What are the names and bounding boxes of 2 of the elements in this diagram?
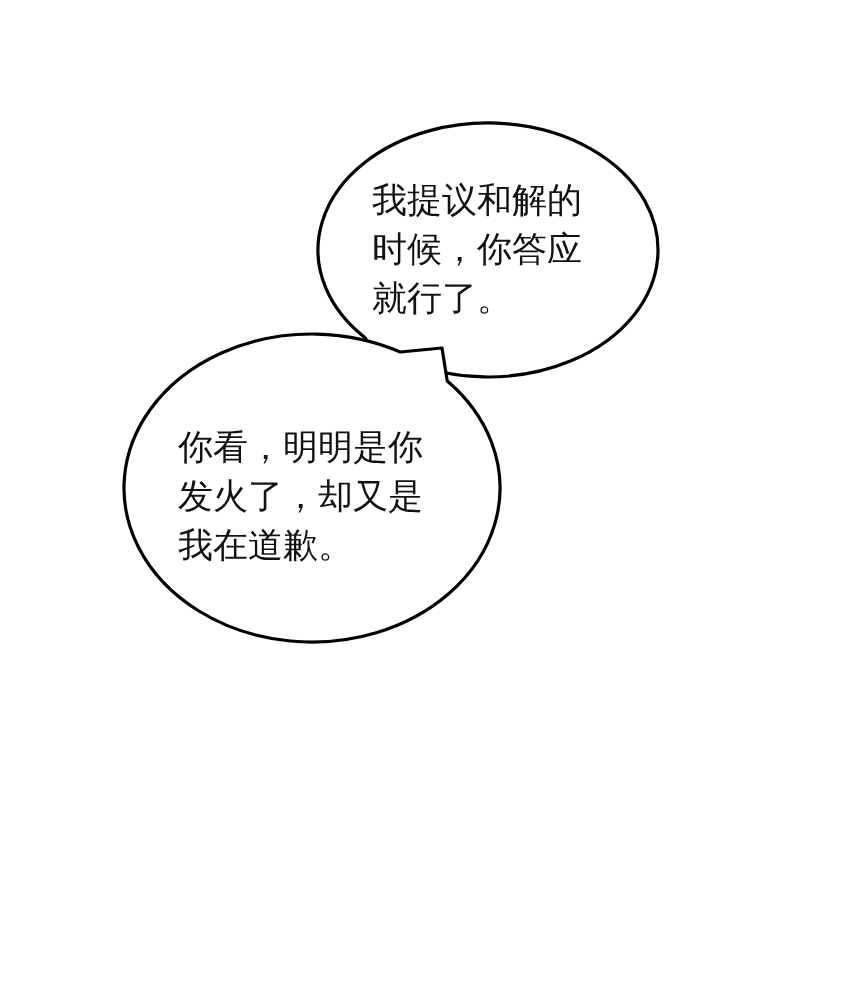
bubble-text: 你看，明明是你发火了，却又是我在道歉。 [178,426,424,567]
bubble-text: 我提议和解的时候，你答应就行了。 [372,179,583,320]
